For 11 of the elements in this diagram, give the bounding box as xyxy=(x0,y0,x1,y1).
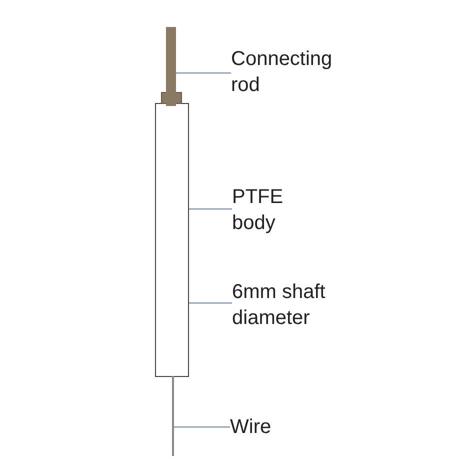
label-text: 6mm shaft diameter xyxy=(232,279,362,333)
leader-line xyxy=(176,72,231,74)
body-cylinder xyxy=(155,103,189,377)
leader-line xyxy=(189,302,232,304)
label-text: Connecting rod xyxy=(231,46,356,100)
wire xyxy=(172,376,174,456)
connecting-rod xyxy=(166,27,176,106)
leader-line xyxy=(174,426,230,428)
label-text: PTFE body xyxy=(232,184,322,238)
leader-line xyxy=(189,208,232,210)
label-text: Wire xyxy=(230,414,300,442)
